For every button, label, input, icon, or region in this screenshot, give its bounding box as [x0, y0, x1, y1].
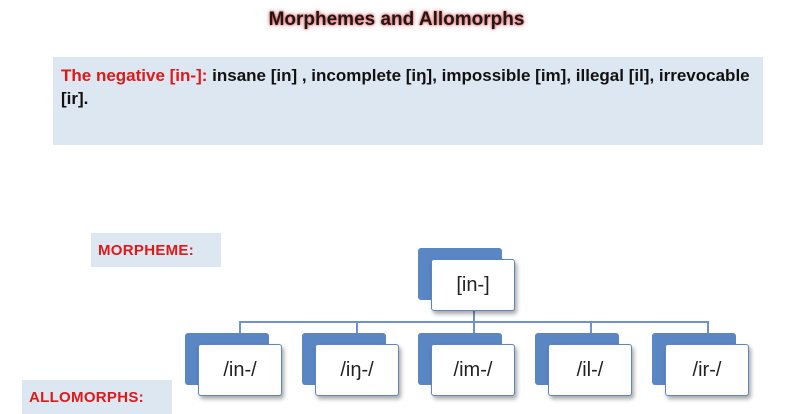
child-connector — [356, 321, 358, 333]
example-words: insane [in] , incomplete [iŋ], impossibl… — [61, 66, 750, 108]
allomorph-node-label: /im-/ — [431, 344, 515, 396]
child-connector — [707, 321, 709, 333]
slide-title: Morphemes and Allomorphs — [268, 9, 525, 30]
example-box: The negative [in-]: insane [in] , incomp… — [53, 57, 763, 145]
child-connector — [473, 321, 475, 333]
allomorph-node-label: /ir-/ — [665, 344, 749, 396]
allomorph-node-label: /il-/ — [548, 344, 632, 396]
child-connector — [239, 321, 241, 333]
child-connector — [590, 321, 592, 333]
morpheme-node-label: [in-] — [431, 259, 515, 311]
allomorphs-label: ALLOMORPHS: — [22, 380, 172, 414]
allomorph-node-label: /in-/ — [198, 344, 282, 396]
root-connector — [473, 311, 475, 322]
negative-prefix-label: The negative [in-]: — [61, 66, 208, 85]
allomorph-node-label: /iŋ-/ — [315, 344, 399, 396]
morpheme-label: MORPHEME: — [91, 233, 221, 267]
